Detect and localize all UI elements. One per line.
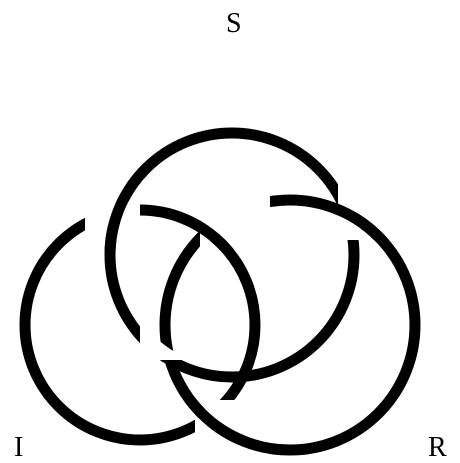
- label-i: I: [14, 434, 23, 462]
- label-r: R: [428, 434, 447, 462]
